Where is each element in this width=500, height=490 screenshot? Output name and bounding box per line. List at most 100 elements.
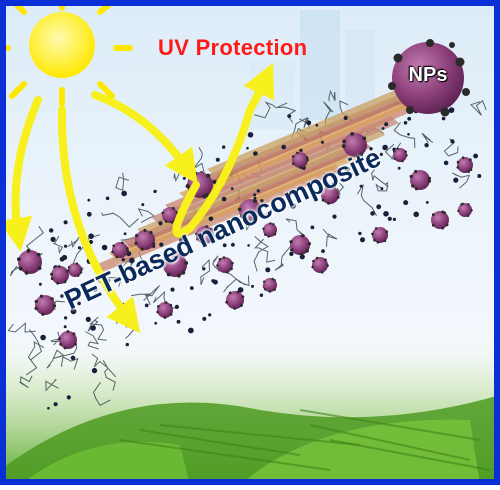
particle-dot <box>40 334 46 341</box>
particle-dot <box>403 121 408 125</box>
particle-dot <box>299 148 303 153</box>
particle-dot <box>188 327 194 334</box>
particle-dot <box>49 228 54 233</box>
particle-dot <box>376 204 382 210</box>
particle-dot <box>153 189 157 194</box>
polymer-chain <box>29 329 43 361</box>
polymer-chain <box>393 121 416 149</box>
particle-dot <box>251 284 254 288</box>
particle-dot <box>47 406 50 410</box>
silicate-layer <box>137 128 385 236</box>
particle-dot <box>246 146 249 150</box>
nanoparticle <box>67 262 83 277</box>
particle-dot <box>159 242 164 247</box>
polymer-chain <box>470 99 487 116</box>
particle-dot <box>392 217 396 221</box>
polymer-chain <box>328 89 336 102</box>
nps-label: NPs <box>408 64 448 86</box>
particle-dot <box>222 145 226 149</box>
nanoparticle <box>457 202 473 218</box>
particle-dot <box>345 167 350 172</box>
particle-dot <box>64 244 68 248</box>
particle-dot <box>178 238 184 243</box>
particle-dot <box>253 151 258 156</box>
nanoparticle <box>409 169 431 191</box>
particle-dot <box>101 244 108 251</box>
silicate-layer <box>193 80 441 188</box>
particle-dot <box>350 172 354 176</box>
reflected-uv-arrow <box>172 62 275 238</box>
particle-dot <box>221 196 227 202</box>
particle-dot <box>85 316 91 322</box>
particle-dot <box>202 316 207 321</box>
polymer-chain <box>131 285 160 302</box>
nanoparticle <box>393 147 408 163</box>
polymer-chain <box>421 132 434 144</box>
particle-dot <box>253 196 257 200</box>
particle-dot <box>86 211 92 217</box>
particle-dot <box>387 216 392 221</box>
particle-dot <box>450 139 455 144</box>
particle-dot <box>448 107 455 113</box>
nanoparticle <box>341 132 367 159</box>
particle-dot <box>259 293 264 297</box>
particle-dot <box>381 127 385 130</box>
particle-dot <box>215 157 220 162</box>
polymer-chain <box>200 259 211 285</box>
particle-dot <box>359 184 363 188</box>
particle-dot <box>370 211 375 216</box>
particle-dot <box>87 198 91 202</box>
polymer-chain <box>19 375 33 389</box>
particle-dot <box>289 251 294 256</box>
particle-dot <box>413 211 420 218</box>
polymer-chain <box>7 322 36 333</box>
particle-dot <box>88 239 93 245</box>
silicate-layer <box>123 140 371 248</box>
particle-dot <box>105 196 110 201</box>
particle-dot <box>61 254 68 261</box>
particle-dot <box>170 287 175 292</box>
particle-dot <box>231 242 235 247</box>
particle-dot <box>141 203 145 207</box>
silicate-layer <box>179 92 427 200</box>
nanoparticle <box>262 222 277 238</box>
uv-arrows <box>0 62 275 334</box>
particle-dot <box>310 225 315 230</box>
particle-dot <box>176 319 181 324</box>
polymer-chain <box>101 212 139 228</box>
particle-dot <box>63 325 67 329</box>
particle-dot <box>407 133 410 136</box>
particle-dot <box>265 267 271 273</box>
particle-dot <box>260 199 264 203</box>
nanoparticle <box>371 227 389 244</box>
particle-dot <box>321 249 325 254</box>
nanoparticle <box>456 156 473 173</box>
particle-dot <box>189 286 194 290</box>
particle-dot <box>253 193 257 197</box>
particle-dot <box>64 316 68 320</box>
particle-dot <box>66 395 71 400</box>
particle-dot <box>53 402 58 407</box>
particle-dot <box>473 153 478 159</box>
polymer-chain <box>93 381 111 407</box>
silicate-layer <box>207 68 455 176</box>
polymer-chain <box>253 236 269 272</box>
polymer-chain <box>52 235 64 254</box>
particle-dot <box>208 313 212 317</box>
particle-dot <box>50 236 56 242</box>
nanoparticle <box>17 248 42 275</box>
particle-dot <box>325 181 330 186</box>
particle-dot <box>379 152 383 156</box>
nanoparticle <box>225 290 245 310</box>
particle-dot <box>477 174 482 178</box>
polymer-chain <box>91 353 117 378</box>
polymer-chain <box>89 319 107 341</box>
polymer-chain <box>67 235 81 248</box>
particle-dot <box>121 258 125 262</box>
particle-dot <box>70 308 77 315</box>
polymer-chain <box>25 341 45 376</box>
particle-dot <box>453 177 459 183</box>
polymer-chain <box>45 378 59 392</box>
